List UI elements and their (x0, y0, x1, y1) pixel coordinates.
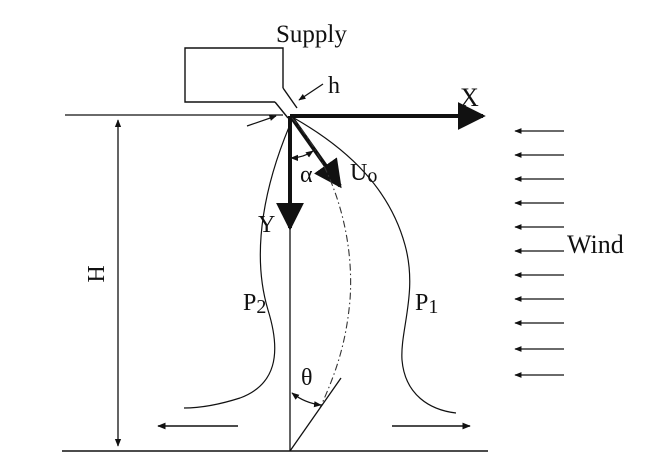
u0-velocity-arrow (290, 116, 342, 189)
theta-label: θ (301, 365, 313, 391)
nozzle-width-pointer (298, 83, 324, 101)
height-label: H (84, 265, 110, 282)
jet-centerline (291, 117, 352, 409)
x-axis-label: X (460, 83, 479, 112)
supply-label: Supply (276, 21, 347, 48)
nozzle-width-label: h (328, 73, 340, 99)
wind-arrows (514, 128, 564, 378)
alpha-label: α (300, 162, 313, 188)
wind-label: Wind (567, 230, 624, 259)
theta-tangent-line (289, 377, 342, 452)
alpha-angle-arc (290, 150, 314, 162)
jet-boundary-p2 (183, 119, 293, 409)
nozzle-outer-wall (282, 87, 298, 109)
theta-angle-arc (291, 392, 322, 408)
p1-label: P1 (415, 290, 438, 318)
p2-label: P2 (243, 290, 266, 318)
u0-label: Uo (350, 160, 377, 187)
supply-box (184, 47, 284, 103)
nozzle-inner-wall (274, 101, 289, 119)
ceiling-pointer (246, 115, 277, 127)
jet-boundary-p1 (293, 117, 457, 414)
y-axis-label: Y (258, 212, 275, 238)
